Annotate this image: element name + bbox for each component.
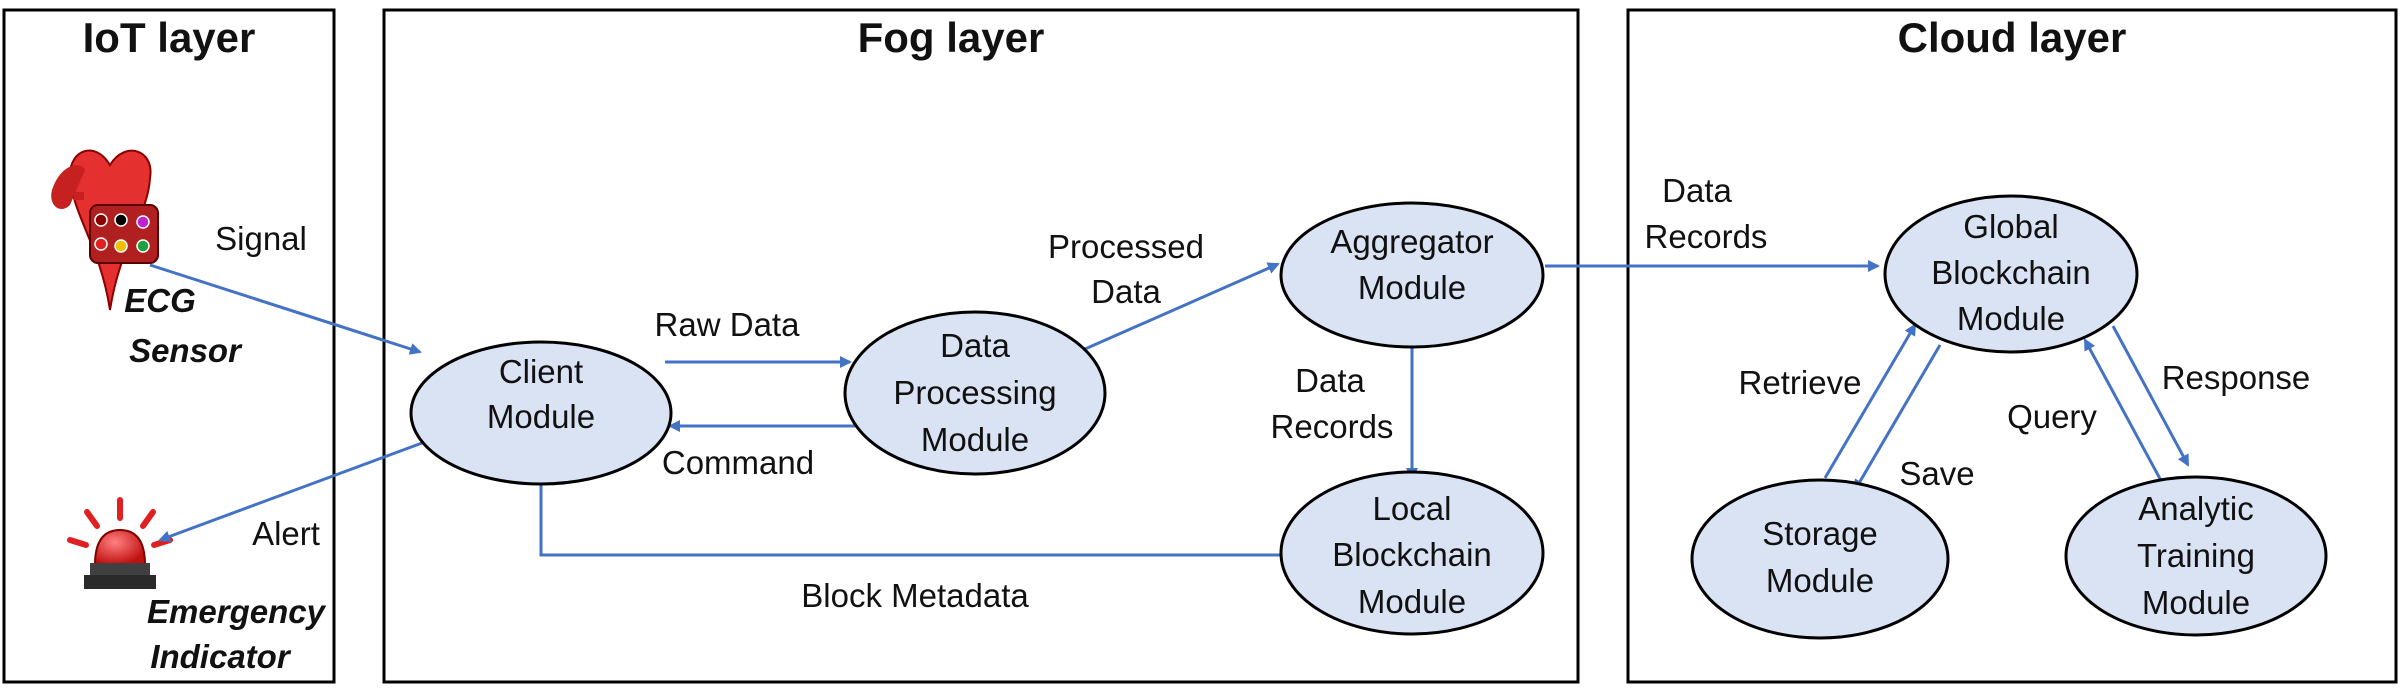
data-records-local-label-line1: Data	[1295, 362, 1365, 399]
edges	[149, 260, 2190, 557]
analytic-training-module-line2: Training	[2137, 537, 2255, 574]
analytic-training-module-line3: Module	[2142, 584, 2250, 621]
response-label: Response	[2162, 359, 2311, 396]
cloud-layer-title: Cloud layer	[1898, 14, 2127, 61]
processed-data-label-line2: Data	[1091, 273, 1161, 310]
storage-module-node: Storage Module	[1690, 478, 1950, 640]
local-blockchain-module-node: Local Blockchain Module	[1279, 470, 1545, 636]
siren-icon	[67, 497, 173, 589]
iot-layer-panel: IoT layer	[2, 8, 336, 684]
retrieve-arrow	[1823, 323, 1917, 479]
alert-label: Alert	[252, 515, 320, 552]
processed-data-arrow	[1084, 262, 1280, 351]
alert-arrow	[158, 441, 423, 543]
storage-module-line1: Storage	[1762, 515, 1878, 552]
data-processing-module-line1: Data	[940, 327, 1010, 364]
analytic-training-module-line1: Analytic	[2138, 490, 2254, 527]
raw-data-label: Raw Data	[655, 306, 801, 343]
response-arrow	[2111, 325, 2190, 467]
analytic-training-module-node: Analytic Training Module	[2064, 475, 2328, 637]
save-label: Save	[1899, 455, 1974, 492]
global-blockchain-module-line1: Global	[1963, 208, 2058, 245]
block-metadata-arrow	[535, 468, 1282, 557]
aggregator-module-node: Aggregator Module	[1279, 201, 1545, 349]
aggregator-module-line1: Aggregator	[1330, 223, 1493, 260]
fog-layer-title: Fog layer	[858, 14, 1045, 61]
iot-layer-title: IoT layer	[83, 14, 256, 61]
data-records-global-label-line2: Records	[1645, 218, 1768, 255]
query-label: Query	[2007, 398, 2097, 435]
data-processing-module-line2: Processing	[893, 374, 1056, 411]
data-records-global-label-line1: Data	[1662, 172, 1732, 209]
local-blockchain-module-line3: Module	[1358, 583, 1466, 620]
global-blockchain-module-line3: Module	[1957, 300, 2065, 337]
retrieve-label: Retrieve	[1739, 364, 1862, 401]
save-arrow	[1853, 344, 1942, 492]
client-module-line2: Module	[487, 398, 595, 435]
emergency-indicator-label-line1: Emergency	[147, 593, 327, 630]
command-label: Command	[662, 444, 814, 481]
client-module-node: Client Module	[409, 340, 673, 486]
global-blockchain-module-line2: Blockchain	[1931, 254, 2091, 291]
ecg-sensor-label-line2: Sensor	[129, 332, 243, 369]
data-processing-module-line3: Module	[921, 421, 1029, 458]
heart-ecg-icon	[51, 149, 159, 311]
query-arrow	[2083, 338, 2167, 489]
block-metadata-label: Block Metadata	[801, 577, 1029, 614]
local-blockchain-module-line1: Local	[1373, 490, 1452, 527]
fog-layer-panel: Fog layer	[382, 8, 1580, 684]
global-blockchain-module-node: Global Blockchain Module	[1883, 194, 2139, 354]
emergency-indicator-label-line2: Indicator	[150, 638, 292, 675]
aggregator-module-line2: Module	[1358, 269, 1466, 306]
ecg-sensor-label-line1: ECG	[124, 282, 196, 319]
signal-arrow	[149, 263, 422, 355]
cloud-layer-panel: Cloud layer	[1626, 8, 2398, 684]
local-blockchain-module-line2: Blockchain	[1332, 536, 1492, 573]
signal-label: Signal	[215, 220, 307, 257]
data-records-local-label-line2: Records	[1271, 408, 1394, 445]
storage-module-line2: Module	[1766, 562, 1874, 599]
data-processing-module-node: Data Processing Module	[843, 310, 1107, 476]
processed-data-label-line1: Processed	[1048, 228, 1204, 265]
client-module-line1: Client	[499, 353, 583, 390]
